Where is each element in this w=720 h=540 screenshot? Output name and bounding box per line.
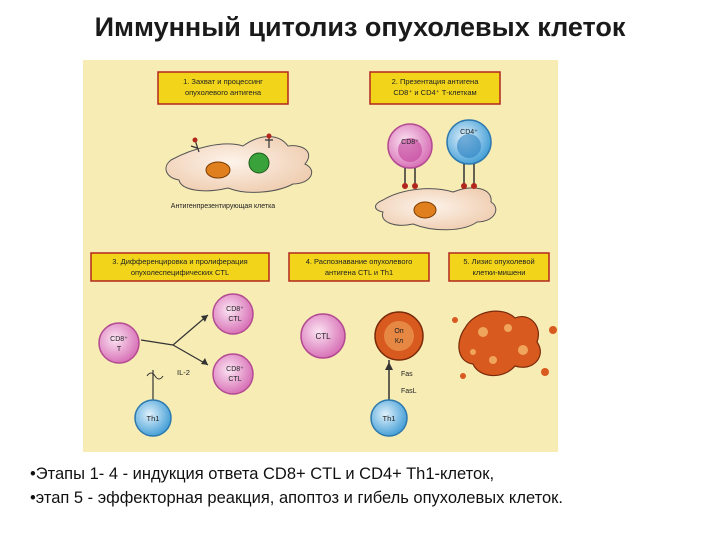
proliferation-arrows [140,314,209,400]
cd8-ctl-top-label: CD8⁺ [226,306,244,313]
slide-title: Иммунный цитолиз опухолевых клеток [94,12,626,42]
step2-line2: CD8⁺ и CD4⁺ Т-клеткам [393,88,476,97]
th1-cell-step4: Th1 [370,399,408,437]
apc-label: Антигенпрезентирующая клетка [171,203,275,210]
cd8-label-step2: CD8⁺ [401,139,419,146]
th1-step4-label: Th1 [383,414,396,423]
apc-cell-step2 [375,187,497,231]
ctl-cell-step4: CTL [300,313,346,359]
il2-label: IL-2 [177,368,190,377]
ctl-top-label: CTL [228,316,241,323]
ctl-cell-top: CD8⁺ CTL [212,293,254,335]
step1-box: 1. Захват и процессинг опухолевого антиг… [157,71,289,105]
cd8-cell-step2: CD8⁺ [387,123,433,189]
th1-left-label: Th1 [147,414,160,423]
fas-connection [385,360,393,400]
cd8-t-label: CD8⁺ [110,336,128,343]
op-label: Оп [394,328,403,335]
step4-line1: 4. Распознавание опухолевого [306,257,413,266]
caption: •Этапы 1- 4 - индукция ответа CD8+ CTL и… [30,462,710,510]
tumor-cell-step4: Оп Кл [374,311,424,361]
fas-label: Fas [401,371,413,378]
step5-box: 5. Лизис опухолевой клетки-мишени [448,252,550,282]
kl-label: Кл [395,338,403,345]
step2-box: 2. Презентация антигена CD8⁺ и CD4⁺ Т-кл… [369,71,501,105]
step3-line2: опухолеспецифических CTL [131,268,229,277]
immune-cytolysis-figure: 1. Захват и процессинг опухолевого антиг… [83,60,558,452]
step1-line2: опухолевого антигена [185,88,262,97]
ctl-step4-label: CTL [315,332,331,341]
caption-line-2: •этап 5 - эффекторная реакция, апоптоз и… [30,489,563,507]
t-label: T [117,346,122,353]
tumor-fragment [248,152,270,174]
step5-line2: клетки-мишени [473,268,526,277]
lysed-tumor-cell [452,310,557,379]
cd4-label-step2: CD4⁺ [460,129,478,136]
ctl-cell-bottom: CD8⁺ CTL [212,353,254,395]
cd8-t-cell: CD8⁺ T [98,322,140,364]
step5-line1: 5. Лизис опухолевой [463,257,534,266]
cd4-cell-step2: CD4⁺ [446,119,492,189]
caption-line-1: •Этапы 1- 4 - индукция ответа CD8+ CTL и… [30,465,495,483]
cd8-ctl-bottom-label: CD8⁺ [226,366,244,373]
apc-cell-step1 [165,133,313,193]
step3-line1: 3. Дифференцировка и пролиферация [112,257,247,266]
apc-nucleus [205,161,231,179]
step2-line1: 2. Презентация антигена [392,77,480,86]
step4-line2: антигена CTL и Th1 [325,268,393,277]
th1-cell-left: Th1 [134,399,172,437]
step3-box: 3. Дифференцировка и пролиферация опухол… [90,252,270,282]
step1-line1: 1. Захват и процессинг [183,77,263,86]
fasl-label: FasL [401,388,417,395]
step4-box: 4. Распознавание опухолевого антигена CT… [288,252,430,282]
ctl-bottom-label: CTL [228,376,241,383]
